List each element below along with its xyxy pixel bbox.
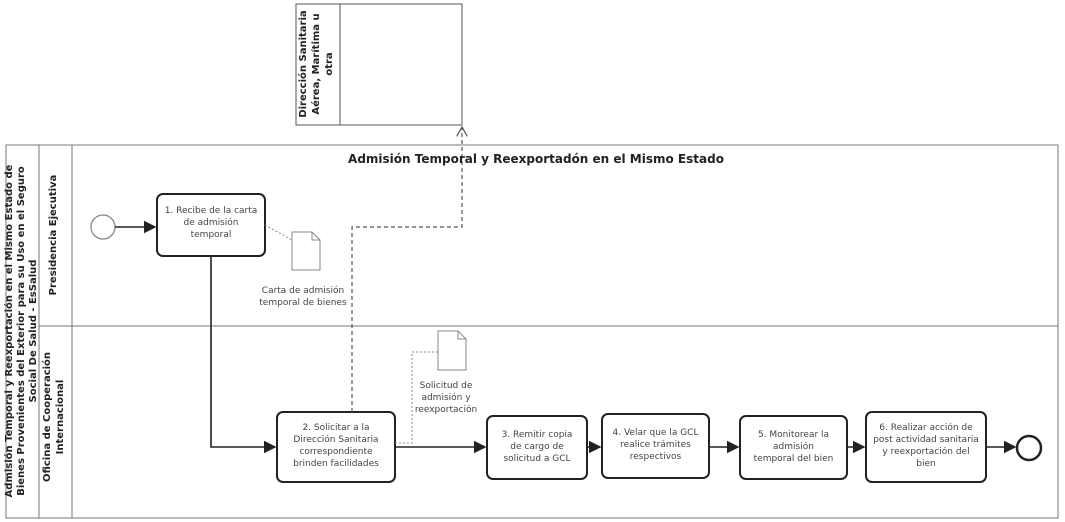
task-6-line-2: post actividad sanitaria <box>873 435 979 445</box>
task-4-label: 4. Velar que la GCL realice trámites res… <box>602 427 709 463</box>
document-caption-carta: Carta de admisión temporal de bienes <box>243 285 363 309</box>
document-caption-carta-line-1: Carta de admisión <box>261 286 345 296</box>
lane-label-oficina-line-2: Internacional <box>55 379 66 455</box>
document-icon-solicitud <box>437 330 467 371</box>
task-1-line-2: de admisión <box>183 218 239 228</box>
association-task2-to-solicitud <box>395 351 438 444</box>
external-pool-label-line-3: otra <box>324 52 335 76</box>
task-5-line-3: temporal del bien <box>753 454 834 464</box>
task-1-line-1: 1. Recibe de la carta <box>164 206 258 216</box>
task-6-line-3: y reexportación del <box>882 447 970 457</box>
task-4-line-3: respectivos <box>629 452 682 462</box>
flow-task1-to-task2 <box>210 256 277 454</box>
pool-label-line-3: Social De Salud - EsSalud <box>28 259 39 403</box>
task-4-line-1: 4. Velar que la GCL <box>612 428 699 438</box>
document-caption-solicitud-line-3: reexportación <box>414 405 478 415</box>
document-caption-carta-line-2: temporal de bienes <box>259 298 347 308</box>
task-4-box[interactable] <box>601 413 710 479</box>
task-5-label: 5. Monitorear la admisión temporal del b… <box>740 429 847 465</box>
end-event[interactable] <box>1015 434 1043 462</box>
task-6-label: 6. Realizar acción de post actividad san… <box>866 422 986 470</box>
pool-label: Admisión Temporal y Reexportación en el … <box>4 146 40 516</box>
document-caption-solicitud: Solicitud de admisión y reexportación <box>410 380 482 416</box>
task-6-line-1: 6. Realizar acción de <box>879 423 973 433</box>
task-2-line-3: correspondiente <box>299 447 373 457</box>
lane-label-presidencia: Presidencia Ejecutiva <box>47 145 63 325</box>
task-2-line-4: brinden facilidades <box>293 459 379 469</box>
lane-label-oficina-line-1: Oficina de Cooperación <box>42 351 53 483</box>
external-pool <box>295 3 463 126</box>
document-caption-solicitud-line-2: admisión y <box>421 393 471 403</box>
lane-label-oficina: Oficina de Cooperación Internacional <box>41 327 69 507</box>
start-event[interactable] <box>90 214 116 240</box>
task-2-line-2: Dirección Sanitaria <box>293 435 379 445</box>
pool-label-line-1: Admisión Temporal y Reexportación en el … <box>4 164 15 498</box>
task-5-line-2: admisión <box>773 442 814 452</box>
task-5-line-1: 5. Monitorear la <box>757 430 830 440</box>
lane-label-presidencia-line-1: Presidencia Ejecutiva <box>48 174 59 296</box>
task-6-line-4: bien <box>916 459 936 469</box>
task-2-line-1: 2. Solicitar a la <box>302 423 370 433</box>
document-caption-solicitud-line-1: Solicitud de <box>419 381 473 391</box>
association-task1-to-carta <box>264 224 293 241</box>
task-4-line-2: realice trámites <box>620 440 691 450</box>
task-3-line-2: de cargo de <box>510 442 564 452</box>
message-flow-task2-to-external <box>351 127 462 412</box>
document-icon-carta <box>291 231 321 271</box>
external-pool-label-line-1: Dirección Sanitaria <box>298 10 309 118</box>
task-3-label: 3. Remitir copia de cargo de solicitud a… <box>487 429 587 465</box>
task-3-line-3: solicitud a GCL <box>503 454 571 464</box>
pool-label-line-2: Bienes Provenientes del Exterior para su… <box>16 166 27 496</box>
task-1-line-3: temporal <box>190 230 232 240</box>
task-3-line-1: 3. Remitir copia <box>501 430 573 440</box>
external-pool-label: Dirección Sanitaria Aérea, Marítima u ot… <box>297 4 339 124</box>
external-pool-label-line-2: Aérea, Marítima u <box>311 13 322 115</box>
task-2-label: 2. Solicitar a la Dirección Sanitaria co… <box>277 422 395 470</box>
pool-title: Admisión Temporal y Reexportadón en el M… <box>348 152 724 166</box>
task-1-label: 1. Recibe de la carta de admisión tempor… <box>157 205 265 241</box>
